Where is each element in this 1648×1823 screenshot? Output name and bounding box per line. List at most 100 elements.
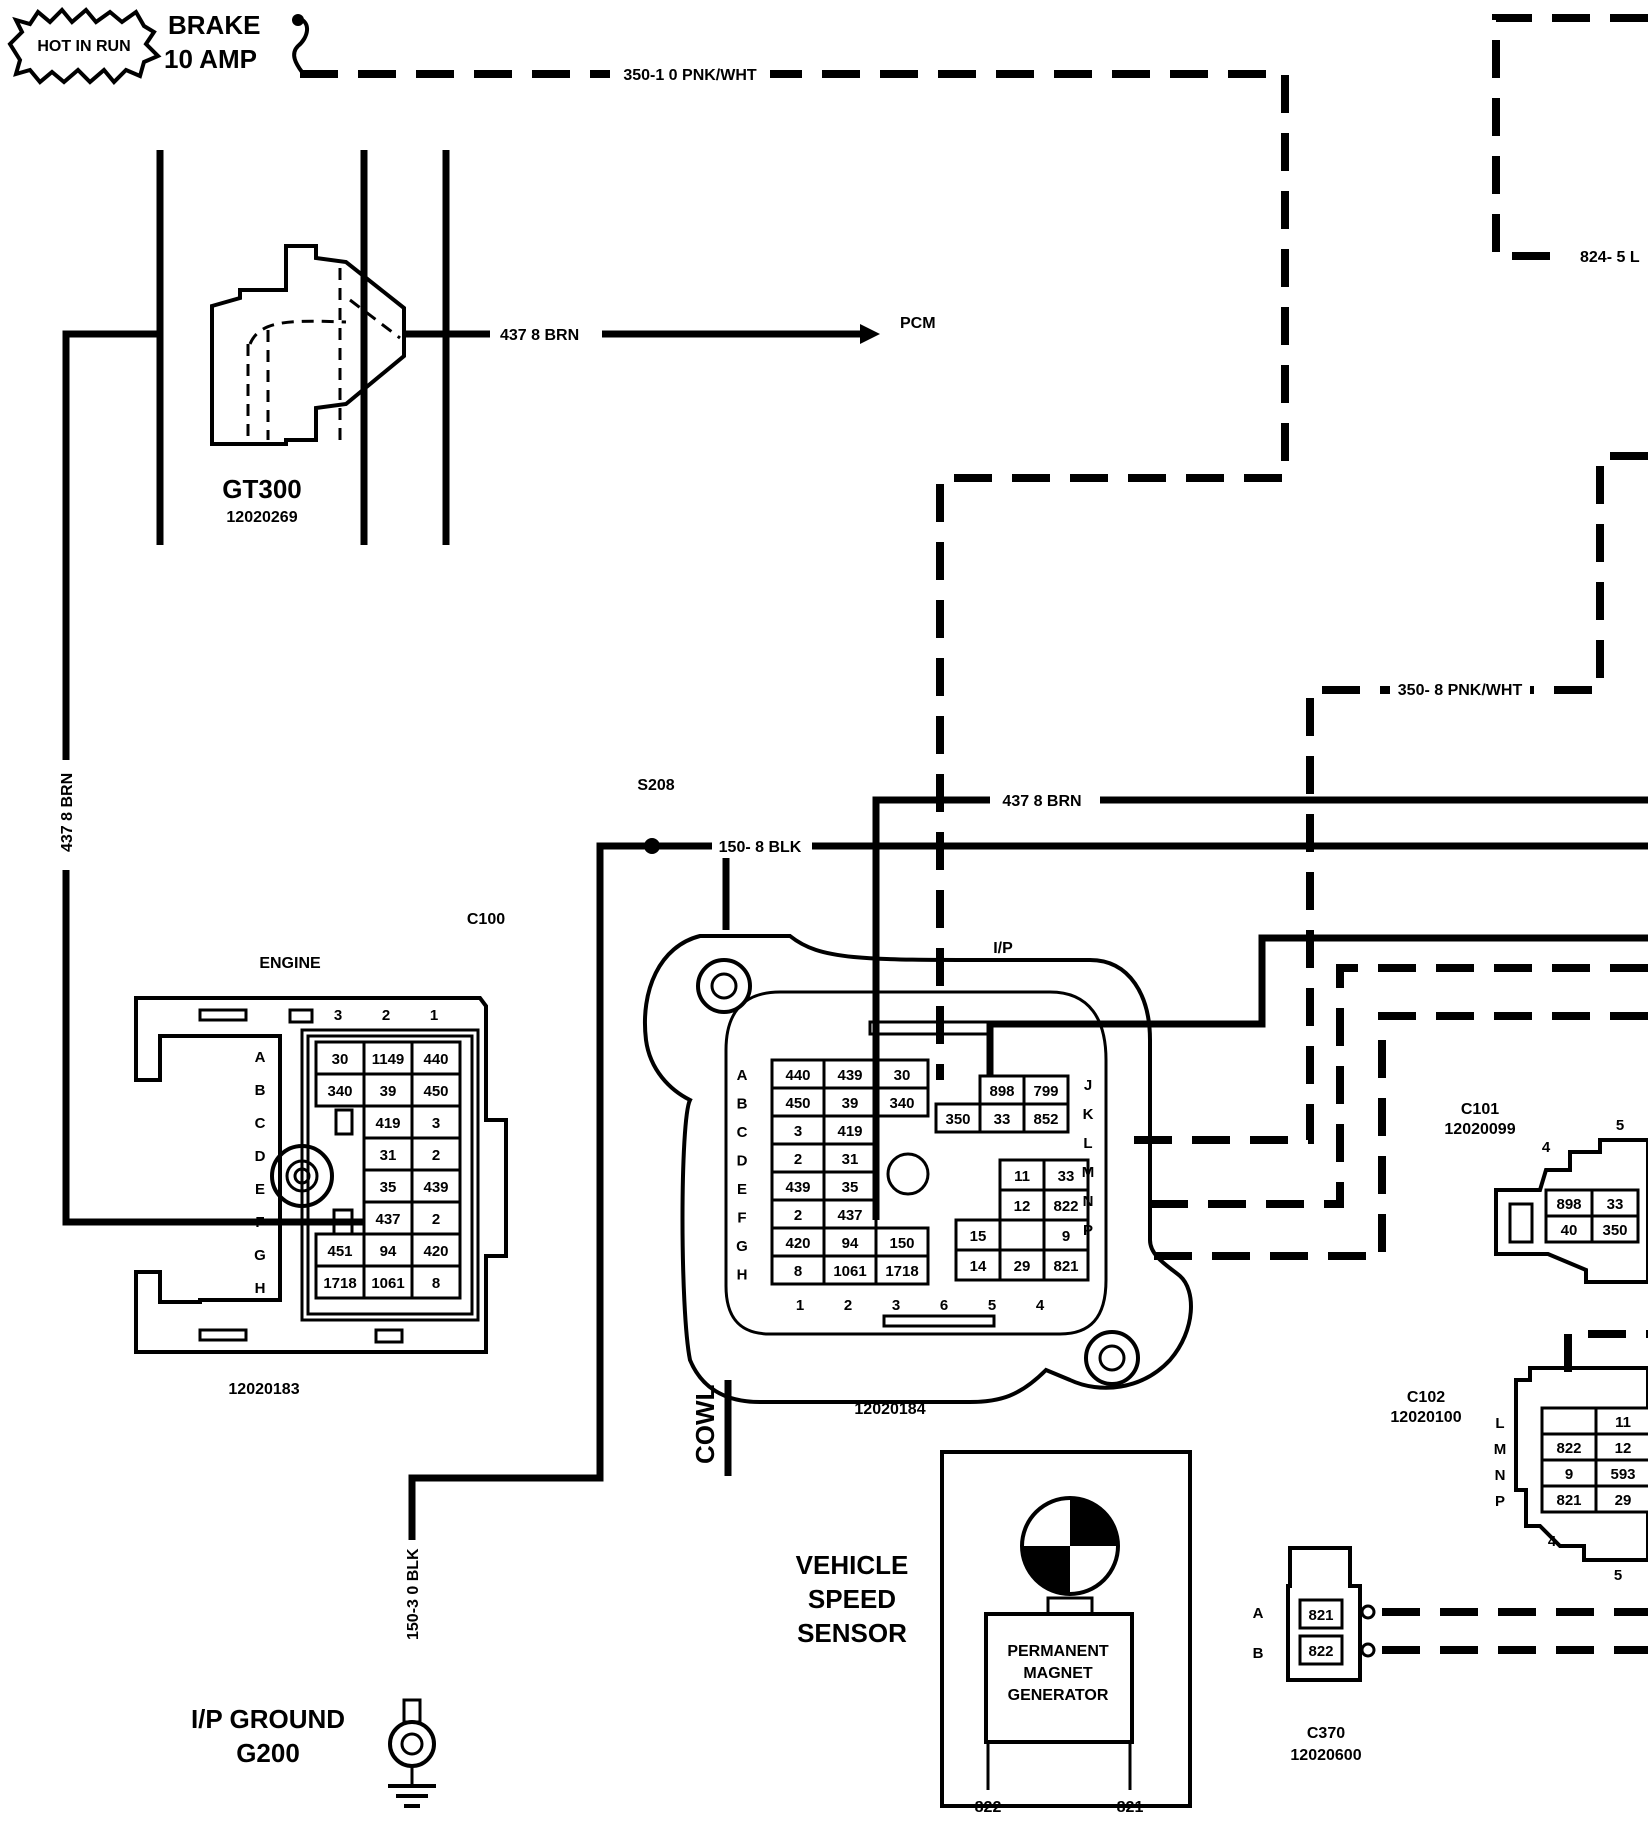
ip-connector-lp-cell-text: 822: [1053, 1198, 1078, 1215]
engine-connector-cell: [410, 1040, 462, 1076]
ip-pin-number: 6: [940, 1297, 948, 1314]
ip-connector-cell-text: 94: [842, 1235, 859, 1252]
c370-part: 12020600: [1290, 1747, 1361, 1764]
engine-connector-cell-text: 1149: [372, 1051, 405, 1068]
c102-row-label: P: [1495, 1493, 1505, 1510]
label-150: 150- 8 BLK: [719, 839, 802, 856]
ip-row-label-right: K: [1083, 1106, 1094, 1123]
engine-connector-cell-text: 450: [423, 1083, 448, 1100]
cowl-label: COWL: [690, 1384, 720, 1464]
c101-pin4: 4: [1542, 1139, 1551, 1156]
label-824: 824- 5 L: [1580, 249, 1640, 266]
engine-connector-cell-text: 440: [423, 1051, 448, 1068]
c101-cell-text: 40: [1561, 1222, 1578, 1239]
c102-cell-text: 593: [1610, 1466, 1635, 1483]
ground-title: I/P GROUND: [191, 1704, 345, 1734]
engine-connector-cell: [410, 1200, 462, 1236]
ip-connector-lp-cell: [998, 1248, 1046, 1282]
engine-col-label: 1: [430, 1007, 438, 1024]
ip-connector-cell-text: 437: [837, 1207, 862, 1224]
wire-150: [408, 842, 1648, 1600]
ip-connector-jk-cell-text: 799: [1033, 1083, 1058, 1100]
engine-connector-cell-text: 3: [432, 1115, 440, 1132]
wire-350-top: [300, 70, 1289, 1080]
engine-connector-cell-text: 340: [327, 1083, 352, 1100]
vss-housing: [940, 1450, 1192, 1808]
c102-label: C102: [1407, 1389, 1445, 1406]
c102-cell-text: 9: [1565, 1466, 1573, 1483]
ip-row-label: G: [736, 1238, 748, 1255]
c101-cell: [1590, 1214, 1640, 1244]
fuse-name: BRAKE: [168, 10, 260, 40]
ip-mount-hole-top: [696, 958, 752, 1014]
engine-connector-cell-text: 419: [375, 1115, 400, 1132]
engine-connector-cell: [410, 1232, 462, 1268]
splice-label: S208: [637, 777, 674, 794]
ip-mount-hole-bottom: [1084, 1330, 1140, 1386]
label-350-mid: 350- 8 PNK/WHT: [1398, 682, 1523, 699]
ip-connector-cell-text: 39: [842, 1095, 859, 1112]
c370-connector: 821 822 A B C370 12020600: [1253, 1546, 1648, 1764]
ip-row-label: E: [737, 1181, 747, 1198]
ip-connector-lp-cell-text: 14: [970, 1258, 987, 1275]
ip-connector-cell-text: 439: [785, 1179, 810, 1196]
c102-cell-text: 12: [1615, 1440, 1632, 1457]
ip-connector-jk-cell-text: 33: [994, 1111, 1011, 1128]
pm-generator-line1: PERMANENT: [1007, 1643, 1109, 1660]
ip-connector-cell-text: 150: [889, 1235, 914, 1252]
ip-pin-number: 4: [1036, 1297, 1045, 1314]
ip-connector-jk-cell: [934, 1102, 982, 1134]
vss-title-3: SENSOR: [797, 1618, 907, 1648]
fuse-block: HOT IN RUN BRAKE 10 AMP: [7, 7, 309, 85]
wire-822: [1146, 964, 1648, 1208]
ip-row-label-right: J: [1084, 1077, 1092, 1094]
gt300-sensor: GT300 12020269: [156, 150, 450, 545]
engine-row-label: B: [255, 1082, 266, 1099]
ip-row-label: C: [737, 1124, 748, 1141]
c101-cell-text: 350: [1602, 1222, 1627, 1239]
ip-ground: I/P GROUND G200: [191, 1698, 436, 1808]
c101-cell: [1590, 1188, 1640, 1218]
ground-eyelet: [388, 1720, 436, 1768]
c101-cell-text: 898: [1556, 1196, 1581, 1213]
ip-connector-cell-text: 35: [842, 1179, 859, 1196]
engine-connector-cell: [410, 1168, 462, 1204]
ip-connector-lp-cell: [1042, 1248, 1090, 1282]
c102-pin5: 5: [1614, 1567, 1622, 1584]
engine-label: ENGINE: [259, 955, 321, 972]
ip-connector-cell-text: 340: [889, 1095, 914, 1112]
ip-connector-lp-cell-text: 821: [1053, 1258, 1078, 1275]
engine-row-label: F: [255, 1214, 264, 1231]
c102-cell-text: 29: [1615, 1492, 1632, 1509]
c102-part: 12020100: [1390, 1409, 1461, 1426]
engine-col-label: 3: [334, 1007, 342, 1024]
pm-generator-box: [984, 1612, 1134, 1744]
ip-connector-jk-cell: [1022, 1074, 1070, 1106]
wire-824: [1492, 14, 1648, 260]
ip-connector-jk-cell-text: 898: [989, 1083, 1014, 1100]
engine-connector-cell: [362, 1168, 414, 1204]
ip-connector-cell: [770, 1198, 826, 1230]
engine-col-label: 2: [382, 1007, 390, 1024]
engine-part: 12020183: [228, 1381, 299, 1398]
ground-code: G200: [236, 1738, 300, 1768]
pcm-arrow: [860, 324, 880, 344]
c102-cell: [1540, 1458, 1598, 1488]
engine-connector-cell: [362, 1232, 414, 1268]
ip-pin-number: 1: [796, 1297, 804, 1314]
c101-pin5: 5: [1616, 1117, 1624, 1134]
engine-connector-cell-text: 451: [327, 1243, 352, 1260]
c102-cell-text: 11: [1615, 1414, 1631, 1431]
c102-cell-text: 821: [1556, 1492, 1581, 1509]
ip-row-label: H: [737, 1267, 748, 1284]
engine-connector-cell-text: 39: [380, 1083, 397, 1100]
engine-connector-cell-text: 31: [380, 1147, 397, 1164]
ip-part: 12020184: [854, 1401, 925, 1418]
ip-connector-cell-text: 31: [842, 1151, 859, 1168]
c370-cell-b: 822: [1308, 1643, 1333, 1660]
